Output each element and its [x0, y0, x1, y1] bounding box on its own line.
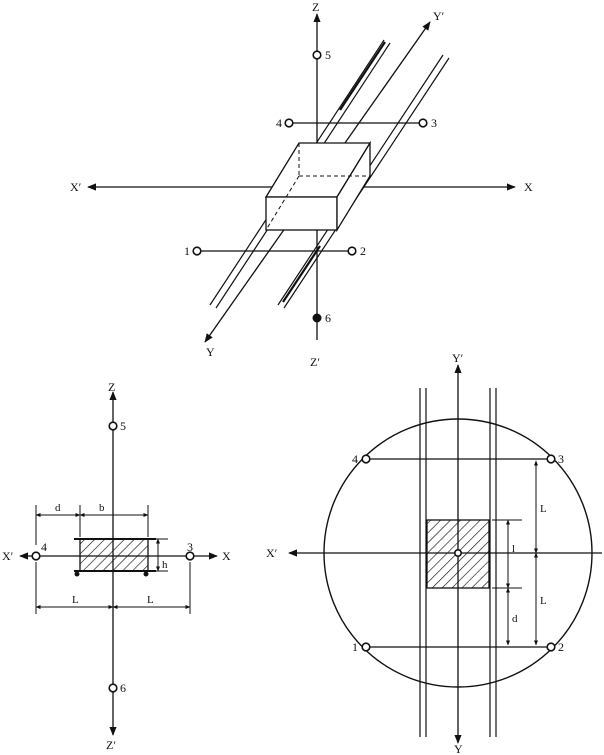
- right-point-2: [546, 642, 556, 652]
- top-specimen-box: [264, 140, 372, 233]
- right-point-3-label: 3: [558, 452, 564, 466]
- top-point-1-label: 1: [184, 244, 190, 258]
- right-y-label: Y: [454, 742, 463, 755]
- right-dim-L-bottom-label: L: [540, 595, 547, 607]
- left-front-view-diagram: Z Z′ X X′ 5 4 3 6 d b h L: [2, 380, 231, 752]
- top-point-5: [312, 50, 322, 60]
- left-dim-h-label: h: [162, 559, 168, 571]
- top-z-neg-label: Z′: [310, 355, 320, 369]
- right-point-4: [361, 454, 371, 464]
- left-dim-L2-label: L: [147, 594, 154, 606]
- right-point-2-label: 2: [558, 640, 564, 654]
- left-point-6-label: 6: [120, 681, 126, 695]
- right-dim-d-label: d: [512, 613, 518, 625]
- right-plan-view-diagram: Y′ Y X′ 4 3 1 2 l L L d: [266, 351, 602, 755]
- top-point-3-label: 3: [431, 116, 437, 130]
- left-specimen: [79, 538, 149, 572]
- left-point-5: [108, 421, 118, 431]
- right-dim-L-top-label: L: [540, 503, 547, 515]
- top-point-4: [284, 118, 294, 128]
- top-point-1: [192, 246, 202, 256]
- top-z-label: Z: [312, 0, 319, 14]
- left-dim-d-label: d: [55, 502, 61, 514]
- right-point-4-label: 4: [352, 452, 358, 466]
- left-x-label: X: [222, 549, 231, 563]
- top-x-neg-label: X′: [70, 180, 82, 194]
- top-point-6: [312, 313, 322, 323]
- left-z-label: Z: [108, 380, 115, 394]
- left-dim-L1-label: L: [72, 594, 79, 606]
- left-point-5-label: 5: [120, 419, 126, 433]
- left-x-neg-label: X′: [2, 549, 14, 563]
- top-point-2: [347, 246, 357, 256]
- right-dim-l-label: l: [512, 543, 515, 555]
- left-point-6: [108, 683, 118, 693]
- top-y-label: Y: [206, 345, 215, 359]
- right-point-3: [546, 454, 556, 464]
- top-x-label: X: [524, 180, 533, 194]
- right-point-1: [361, 642, 371, 652]
- top-point-6-label: 6: [325, 311, 331, 325]
- top-point-4-label: 4: [276, 116, 282, 130]
- top-isometric-diagram: Z Z′ X X′ Y Y′: [70, 0, 533, 369]
- top-point-5-label: 5: [325, 48, 331, 62]
- top-point-2-label: 2: [360, 244, 366, 258]
- left-point-3-label: 3: [187, 540, 193, 554]
- right-x-neg-label: X′: [266, 546, 278, 560]
- left-z-neg-label: Z′: [106, 738, 116, 752]
- left-point-3: [185, 551, 195, 561]
- left-point-4: [31, 551, 41, 561]
- left-point-4-label: 4: [41, 540, 47, 554]
- top-point-3: [418, 118, 428, 128]
- right-y-neg-label: Y′: [452, 351, 464, 365]
- right-point-1-label: 1: [352, 640, 358, 654]
- top-y-neg-label: Y′: [433, 9, 445, 23]
- left-dim-b-label: b: [99, 502, 105, 514]
